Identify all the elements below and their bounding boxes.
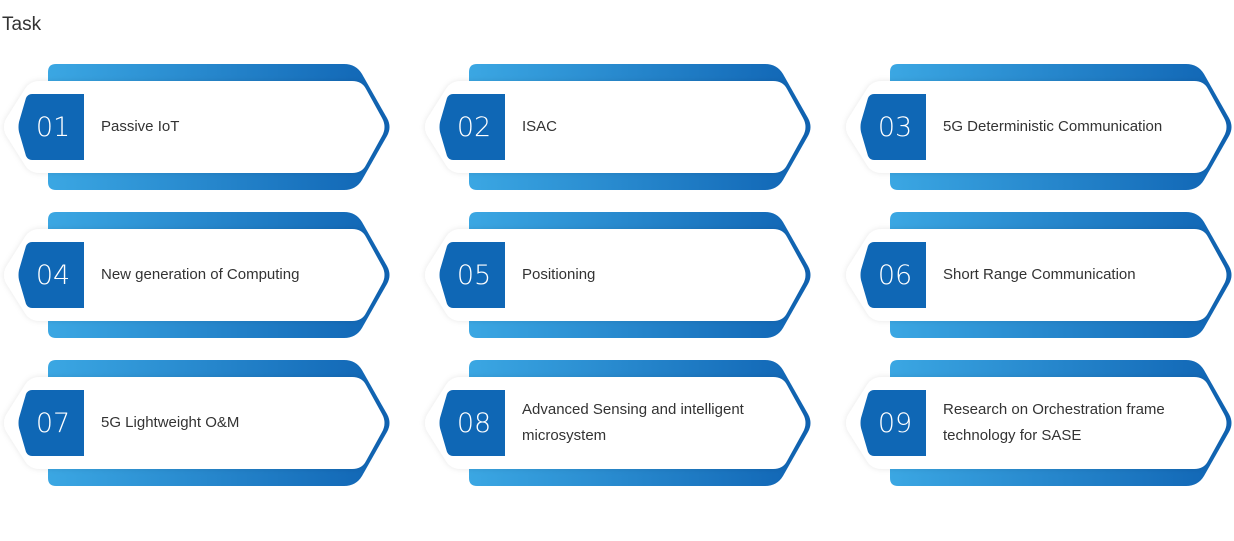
task-number-badge: 08 bbox=[439, 390, 505, 456]
task-card-02[interactable]: 02 ISAC bbox=[421, 62, 813, 192]
badge-shape bbox=[18, 242, 84, 308]
task-label: ISAC bbox=[522, 118, 558, 135]
task-label: Positioning bbox=[522, 266, 596, 283]
card-shape bbox=[4, 360, 390, 486]
task-card-04[interactable]: 04 New generation of Computing bbox=[0, 210, 392, 340]
badge-shape bbox=[18, 390, 84, 456]
task-label: Passive IoT bbox=[101, 118, 180, 135]
task-card-09[interactable]: 09 Research on Orchestration frame techno… bbox=[842, 358, 1234, 488]
badge-shape bbox=[439, 390, 505, 456]
task-number: 08 bbox=[456, 407, 492, 439]
task-number: 05 bbox=[456, 259, 492, 291]
task-number-badge: 03 bbox=[860, 94, 926, 160]
task-label: New generation of Computing bbox=[101, 266, 300, 283]
task-card-08[interactable]: 08 Advanced Sensing and intelligent micro… bbox=[421, 358, 813, 488]
card-shape bbox=[846, 212, 1232, 338]
task-number-badge: 04 bbox=[18, 242, 84, 308]
card-shape bbox=[846, 360, 1232, 486]
task-label: 5G Deterministic Communication bbox=[943, 118, 1163, 135]
task-card-07[interactable]: 07 5G Lightweight O&M bbox=[0, 358, 392, 488]
badge-shape bbox=[860, 390, 926, 456]
card-shape bbox=[4, 64, 390, 190]
card-shape bbox=[4, 212, 390, 338]
task-number-badge: 05 bbox=[439, 242, 505, 308]
task-label: Advanced Sensing and intelligent microsy… bbox=[522, 401, 744, 444]
task-number: 09 bbox=[877, 407, 913, 439]
card-shape bbox=[425, 212, 811, 338]
task-number-badge: 07 bbox=[18, 390, 84, 456]
task-card-03[interactable]: 03 5G Deterministic Communication bbox=[842, 62, 1234, 192]
task-card-06[interactable]: 06 Short Range Communication bbox=[842, 210, 1234, 340]
card-shape bbox=[846, 64, 1232, 190]
task-number: 06 bbox=[877, 259, 913, 291]
task-label: Short Range Communication bbox=[943, 266, 1136, 283]
task-number-badge: 06 bbox=[860, 242, 926, 308]
card-shape bbox=[425, 360, 811, 486]
badge-shape bbox=[860, 242, 926, 308]
badge-shape bbox=[18, 94, 84, 160]
task-number: 07 bbox=[35, 407, 71, 439]
task-label: Research on Orchestration frame technolo… bbox=[943, 401, 1165, 444]
task-number-badge: 02 bbox=[439, 94, 505, 160]
badge-shape bbox=[439, 94, 505, 160]
task-card-05[interactable]: 05 Positioning bbox=[421, 210, 813, 340]
task-number-badge: 01 bbox=[18, 94, 84, 160]
task-number: 03 bbox=[877, 111, 913, 143]
task-number: 02 bbox=[456, 111, 492, 143]
task-label: 5G Lightweight O&M bbox=[101, 414, 240, 431]
task-number: 01 bbox=[35, 111, 71, 143]
task-card-01[interactable]: 01 Passive IoT bbox=[0, 62, 392, 192]
card-shape bbox=[425, 64, 811, 190]
task-number-badge: 09 bbox=[860, 390, 926, 456]
task-number: 04 bbox=[35, 259, 71, 291]
badge-shape bbox=[439, 242, 505, 308]
badge-shape bbox=[860, 94, 926, 160]
page-heading: Task bbox=[2, 14, 42, 35]
